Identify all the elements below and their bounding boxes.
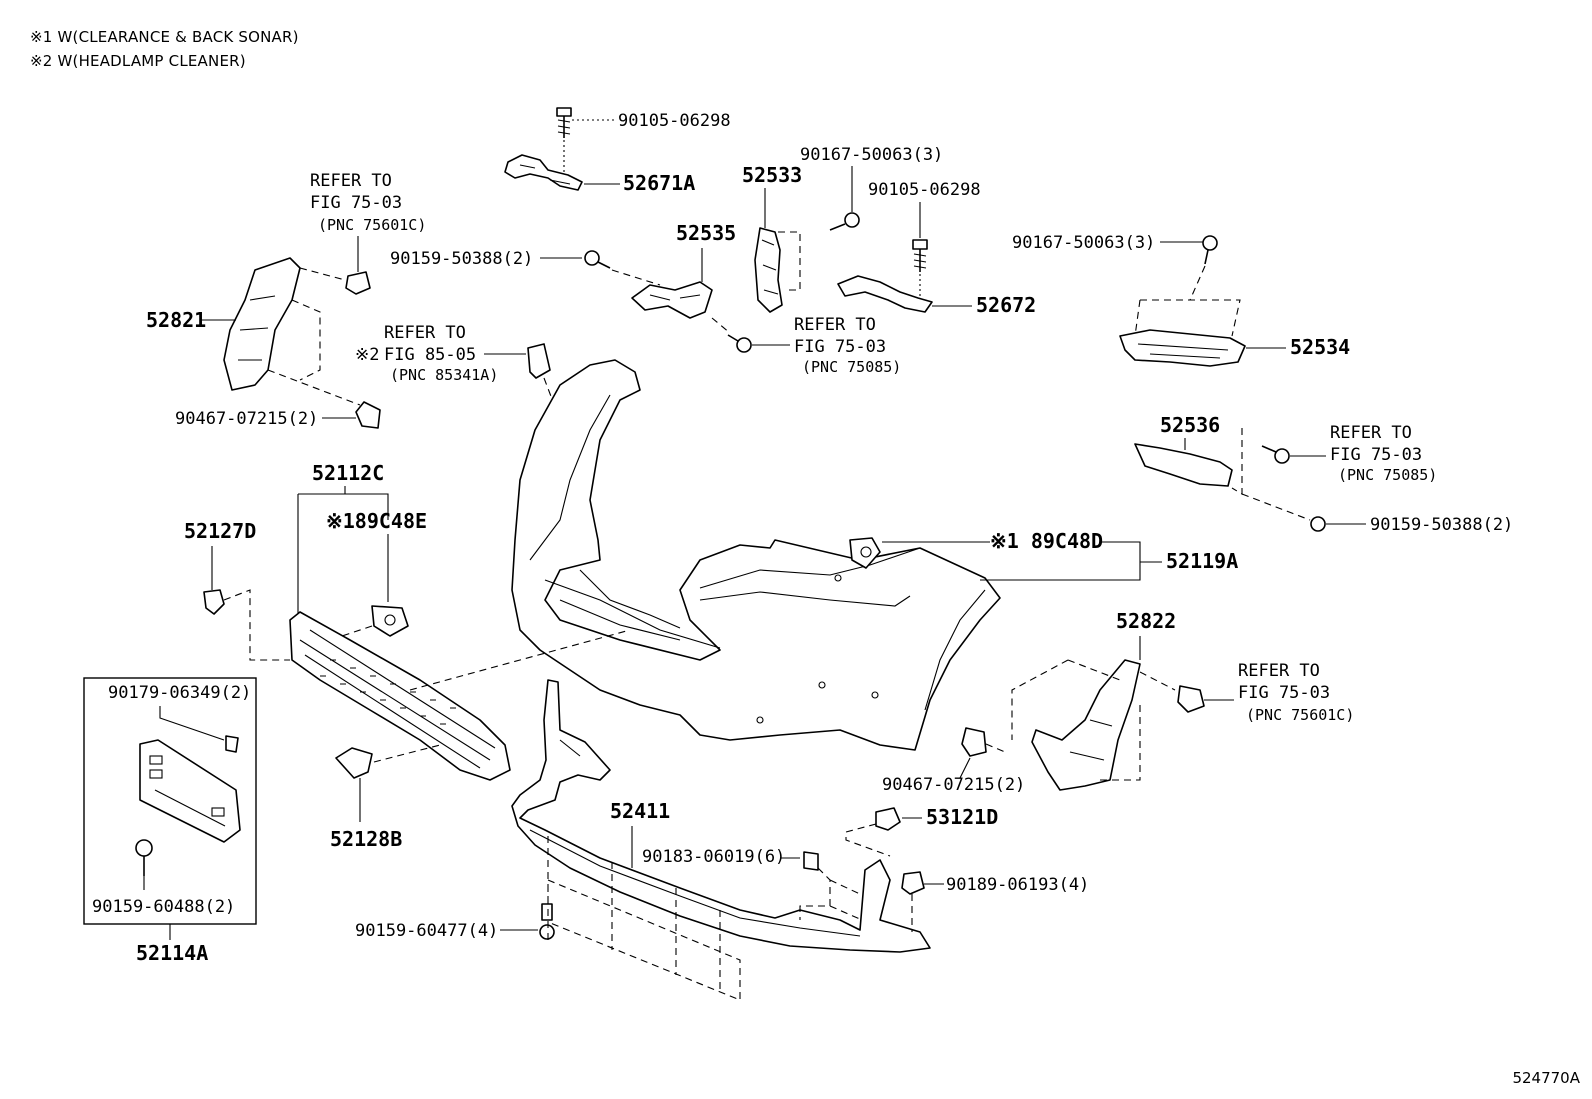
ref1-line2: FIG 75-03 bbox=[310, 193, 402, 213]
ref1-line3: (PNC 75601C) bbox=[318, 216, 426, 234]
callout-52536: 52536 bbox=[1160, 413, 1220, 437]
callout-52534: 52534 bbox=[1290, 335, 1350, 359]
callout-90467-07215-a: 90467-07215(2) bbox=[175, 409, 318, 429]
spoiler-52411 bbox=[511, 679, 931, 953]
callout-90105-06298-mid: 90105-06298 bbox=[868, 180, 981, 200]
bracket-52533 bbox=[754, 227, 783, 313]
callout-90105-06298-top: 90105-06298 bbox=[618, 111, 731, 131]
ref3-line2: FIG 75-03 bbox=[794, 337, 886, 357]
bolt-90105-06298-top bbox=[556, 107, 572, 172]
cap-52128B bbox=[335, 747, 373, 779]
clip-90467-07215-b bbox=[961, 727, 987, 757]
screw-75085-a bbox=[727, 334, 752, 353]
ref4-line3: (PNC 75085) bbox=[1338, 466, 1437, 484]
callout-52821: 52821 bbox=[146, 308, 206, 332]
clip-75601C-a bbox=[345, 271, 371, 295]
bracket-52536 bbox=[1134, 443, 1233, 487]
sensor-89C48E bbox=[371, 605, 409, 637]
cap-85341A bbox=[527, 343, 551, 379]
callout-52112C: 52112C bbox=[312, 461, 384, 485]
sensor-89C48D bbox=[849, 537, 881, 569]
bracket-52821 bbox=[223, 257, 301, 391]
grille-52112C bbox=[289, 611, 511, 781]
ref3-line3: (PNC 75085) bbox=[802, 358, 901, 376]
bracket-52672 bbox=[837, 275, 933, 313]
callout-52127D: 52127D bbox=[184, 519, 256, 543]
callout-52822: 52822 bbox=[1116, 609, 1176, 633]
clip-75601C-b bbox=[1177, 685, 1205, 713]
bolt-90105-06298-mid bbox=[912, 239, 928, 298]
screw-90167-50063-a bbox=[829, 212, 860, 231]
figure-id: 524770A bbox=[1512, 1069, 1580, 1087]
bracket-52822 bbox=[1031, 659, 1141, 791]
clip-53121D bbox=[875, 807, 901, 831]
bumper-cover-52119A bbox=[511, 359, 1001, 751]
callout-52535: 52535 bbox=[676, 221, 736, 245]
callout-90159-60477: 90159-60477(4) bbox=[355, 921, 498, 941]
ref5-line2: FIG 75-03 bbox=[1238, 683, 1330, 703]
ref4-line2: FIG 75-03 bbox=[1330, 445, 1422, 465]
license-bracket-52114A bbox=[139, 739, 241, 843]
callout-89C48D: ※1 89C48D bbox=[990, 529, 1103, 553]
callout-90467-07215-b: 90467-07215(2) bbox=[882, 775, 1025, 795]
callout-90159-60488: 90159-60488(2) bbox=[92, 897, 235, 917]
clip-90467-07215-a bbox=[355, 401, 381, 429]
callout-52533: 52533 bbox=[742, 163, 802, 187]
bolt-90159-60477 bbox=[539, 903, 555, 940]
bracket-52535 bbox=[631, 281, 713, 319]
callout-52671A: 52671A bbox=[623, 171, 695, 195]
ref3-line1: REFER TO bbox=[794, 315, 876, 335]
clip-90183-06019 bbox=[803, 851, 819, 871]
callout-90167-50063-a: 90167-50063(3) bbox=[800, 145, 943, 165]
callout-89C48E: ※189C48E bbox=[326, 509, 427, 533]
screw-90159-50388-a bbox=[584, 250, 611, 269]
callout-90183-06019: 90183-06019(6) bbox=[642, 847, 785, 867]
screw-75085-b bbox=[1261, 445, 1290, 464]
ref4-line1: REFER TO bbox=[1330, 423, 1412, 443]
callout-90159-50388-a: 90159-50388(2) bbox=[390, 249, 533, 269]
callout-52119A: 52119A bbox=[1166, 549, 1238, 573]
ref2-prefix: ※2 bbox=[355, 345, 379, 365]
callout-90179-06349: 90179-06349(2) bbox=[108, 683, 251, 703]
note-2: ※2 W(HEADLAMP CLEANER) bbox=[30, 52, 246, 70]
callout-52128B: 52128B bbox=[330, 827, 402, 851]
ref5-line1: REFER TO bbox=[1238, 661, 1320, 681]
note-1: ※1 W(CLEARANCE & BACK SONAR) bbox=[30, 28, 299, 46]
bracket-52671A bbox=[504, 154, 583, 191]
screw-90167-50063-b bbox=[1202, 235, 1218, 265]
nut-90179-06349 bbox=[225, 735, 239, 753]
callout-90189-06193: 90189-06193(4) bbox=[946, 875, 1089, 895]
callout-52672: 52672 bbox=[976, 293, 1036, 317]
ref2-line2: FIG 85-05 bbox=[384, 345, 476, 365]
callout-53121D: 53121D bbox=[926, 805, 998, 829]
callout-52114A: 52114A bbox=[136, 941, 208, 965]
clip-52127D bbox=[203, 589, 225, 615]
nut-90189-06193 bbox=[901, 871, 925, 895]
ref5-line3: (PNC 75601C) bbox=[1246, 706, 1354, 724]
callout-90159-50388-b: 90159-50388(2) bbox=[1370, 515, 1513, 535]
bolt-90159-60488 bbox=[135, 839, 153, 876]
ref1-line1: REFER TO bbox=[310, 171, 392, 191]
screw-90159-50388-b bbox=[1310, 516, 1326, 532]
ref2-line1: REFER TO bbox=[384, 323, 466, 343]
callout-90167-50063-b: 90167-50063(3) bbox=[1012, 233, 1155, 253]
ref2-line3: (PNC 85341A) bbox=[390, 366, 498, 384]
callout-52411: 52411 bbox=[610, 799, 670, 823]
bracket-52534 bbox=[1119, 329, 1246, 367]
